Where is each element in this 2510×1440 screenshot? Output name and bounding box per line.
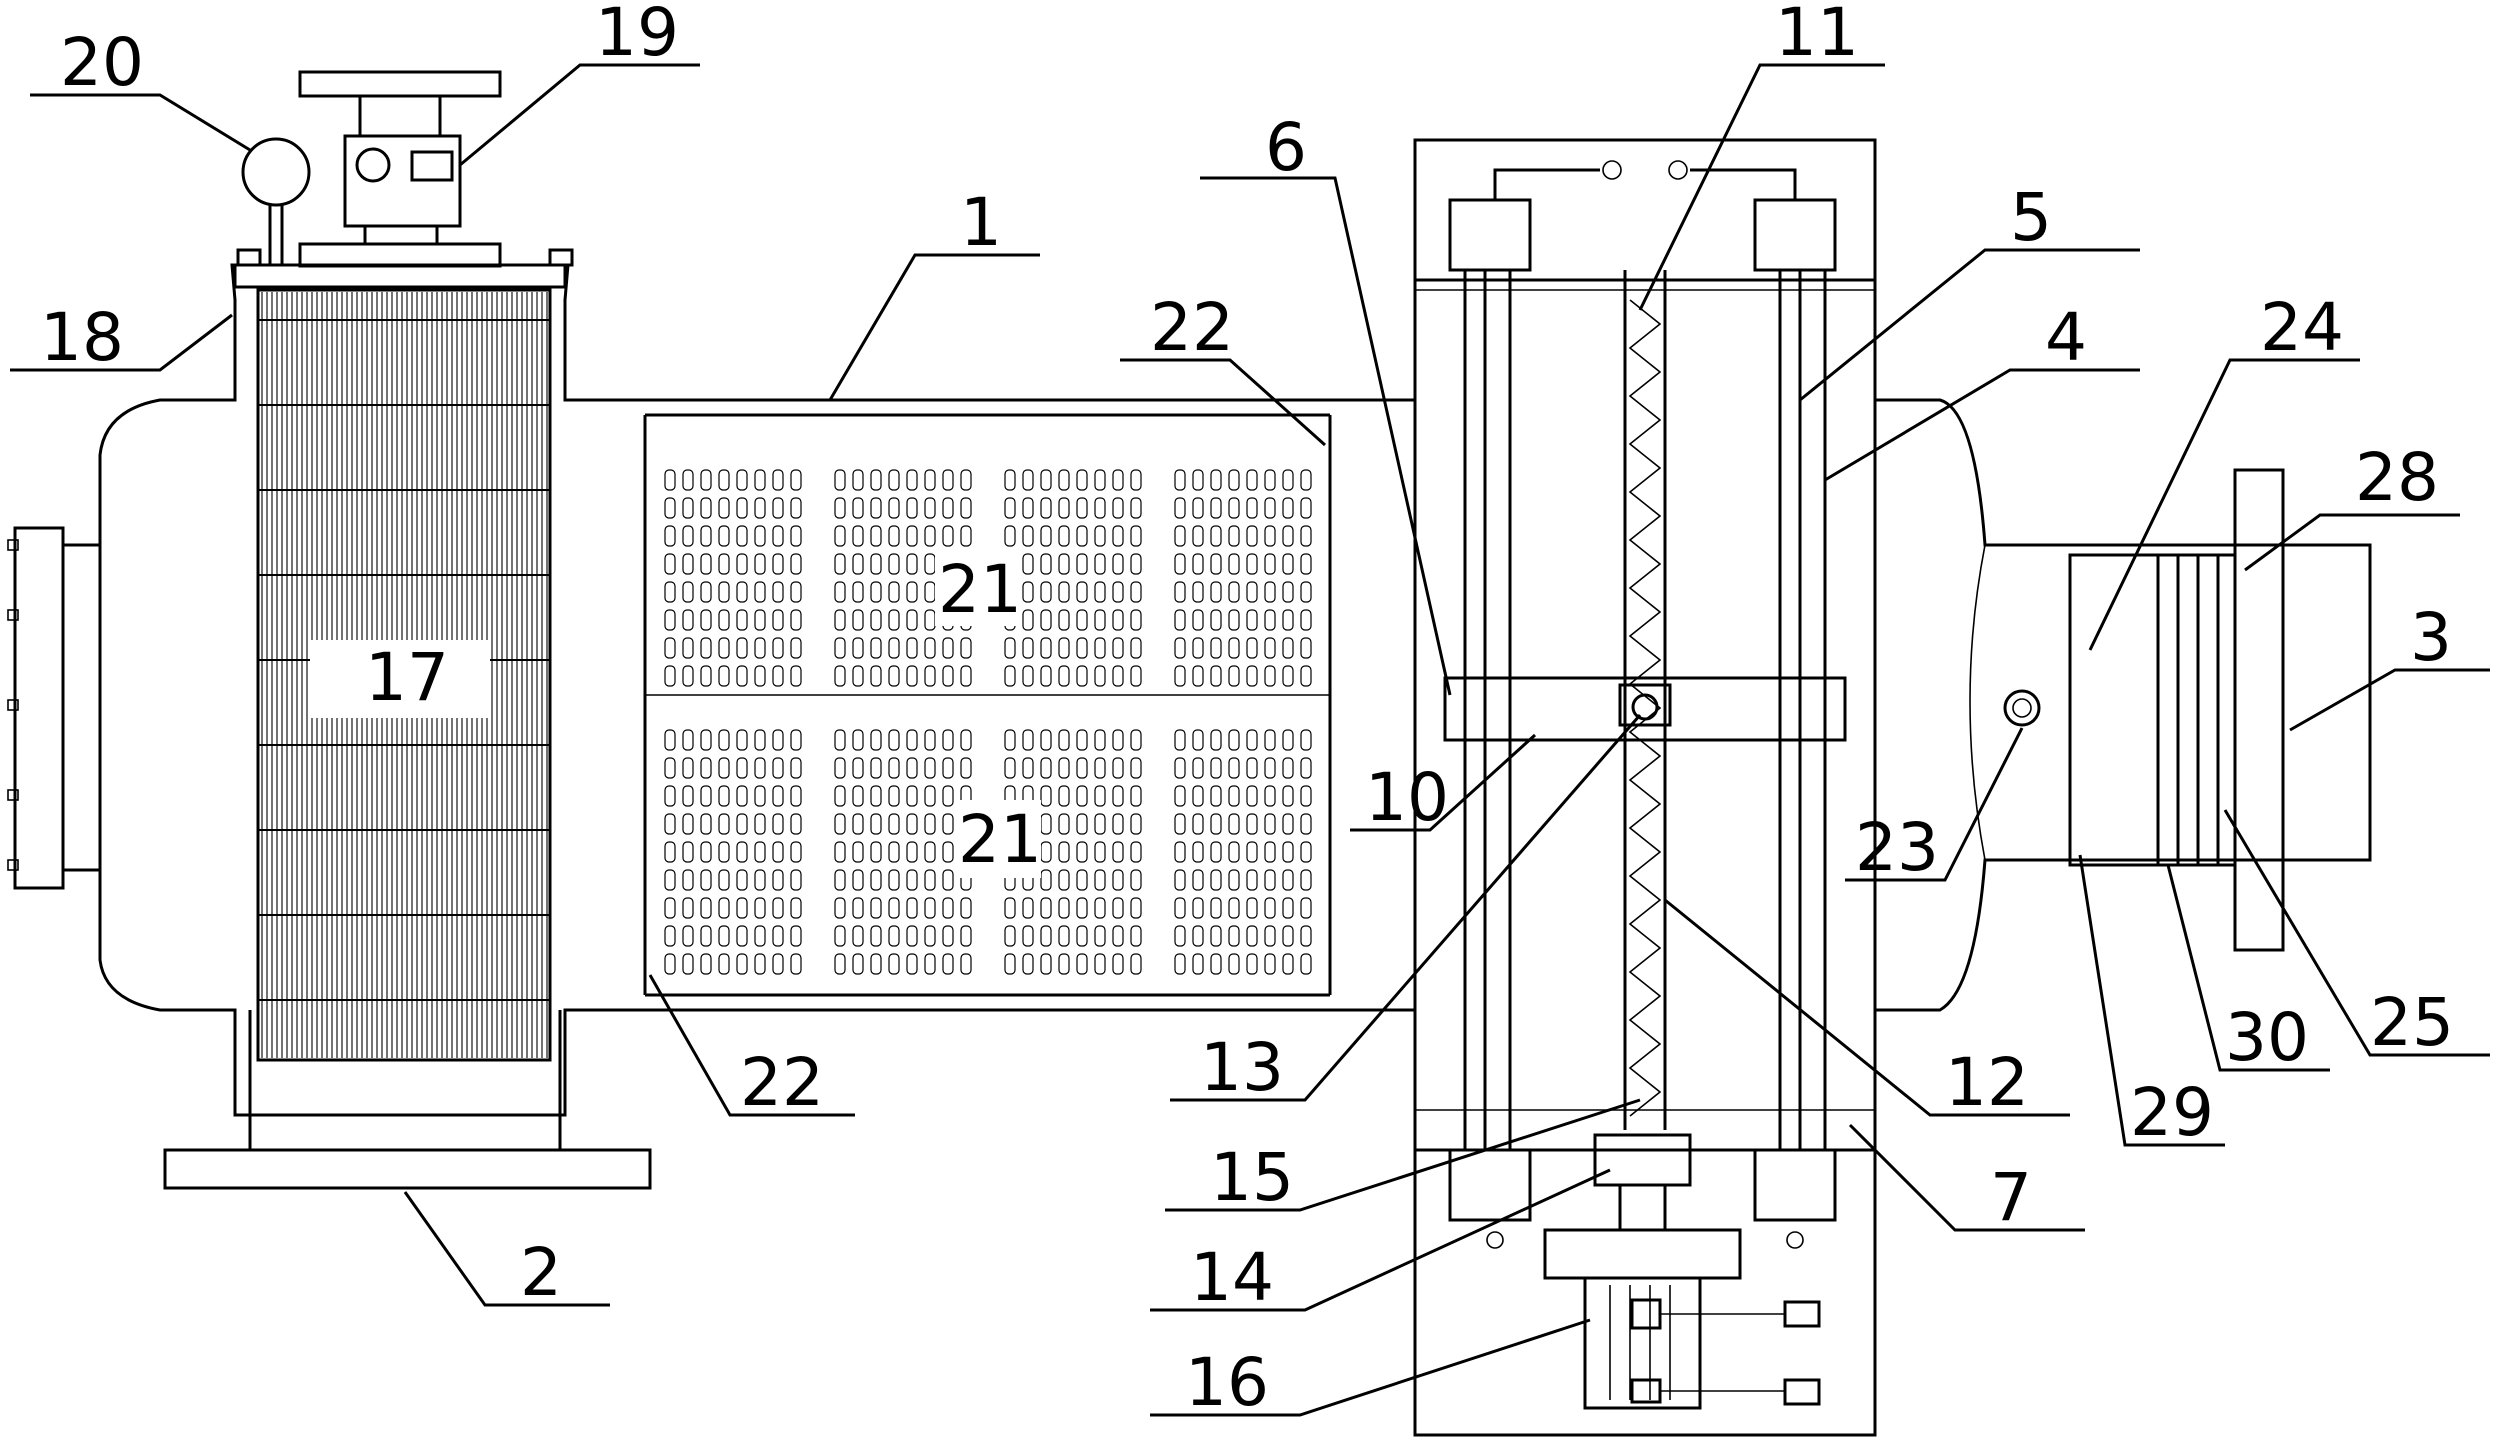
callout-19-text: 19 — [595, 0, 679, 71]
callout-2-text: 2 — [520, 1234, 562, 1311]
callout-22-top-text: 22 — [1150, 289, 1234, 366]
top-cover-plate — [233, 248, 574, 289]
callout-12-text: 12 — [1945, 1044, 2029, 1121]
callout-25-text: 25 — [2370, 984, 2454, 1061]
callout-24-text: 24 — [2260, 289, 2344, 366]
bottom-outlet-flange — [163, 1010, 652, 1190]
callout-3-text: 3 — [2410, 599, 2452, 676]
callout-7-text: 7 — [1990, 1159, 2032, 1236]
callout-18-text: 18 — [40, 299, 124, 376]
callout-1: 1 — [828, 184, 1040, 401]
backwash-frame — [1413, 160, 1877, 1222]
callout-22-top: 22 — [1120, 289, 1327, 447]
callout-15: 15 — [1165, 1098, 1641, 1216]
drive-motor — [1486, 1133, 1821, 1410]
callout-4-text: 4 — [2045, 299, 2087, 376]
callout-28-text: 28 — [2355, 439, 2439, 516]
callout-19: 19 — [459, 0, 700, 167]
slot-pattern-upper — [664, 469, 1312, 687]
callout-18: 18 — [10, 299, 233, 376]
callout-13: 13 — [1170, 714, 1642, 1106]
callout-13-text: 13 — [1200, 1029, 1284, 1106]
callout-22-bottom: 22 — [648, 974, 855, 1121]
label-coarse-screen: 17 — [365, 639, 449, 716]
callout-16: 16 — [1150, 1318, 1591, 1421]
callout-24: 24 — [2088, 289, 2360, 651]
callout-6-text: 6 — [1265, 109, 1307, 186]
callout-29-text: 29 — [2130, 1074, 2214, 1151]
callout-11: 11 — [1638, 0, 1885, 311]
callout-22-bottom-text: 22 — [740, 1044, 824, 1121]
label-fine-basket-upper: 21 — [938, 551, 1022, 628]
callout-5-text: 5 — [2010, 179, 2052, 256]
callout-29: 29 — [2078, 854, 2225, 1151]
callout-28: 28 — [2244, 439, 2460, 572]
callout-5: 5 — [1799, 179, 2140, 402]
callout-7: 7 — [1848, 1123, 2085, 1236]
callout-1-text: 1 — [960, 184, 1002, 261]
callout-10: 10 — [1350, 733, 1537, 836]
coarse-screen-element — [256, 288, 552, 1062]
pressure-gauge — [241, 137, 311, 265]
callout-11-text: 11 — [1775, 0, 1859, 71]
callout-2: 2 — [403, 1191, 610, 1311]
top-exhaust-valve — [298, 70, 502, 268]
callout-12: 12 — [1664, 898, 2070, 1121]
callout-25: 25 — [2223, 809, 2490, 1061]
right-outlet-assembly — [2068, 468, 2285, 952]
fine-filter-basket — [643, 413, 1332, 997]
callout-4: 4 — [1824, 299, 2140, 482]
callout-23-text: 23 — [1855, 809, 1939, 886]
callout-30-text: 30 — [2225, 999, 2309, 1076]
callout-10-text: 10 — [1365, 759, 1449, 836]
slot-pattern-lower — [664, 729, 1312, 975]
callout-20-text: 20 — [60, 24, 144, 101]
callout-23: 23 — [1845, 727, 2024, 886]
callout-14: 14 — [1150, 1168, 1611, 1316]
label-fine-basket-lower: 21 — [958, 801, 1042, 878]
callout-6: 6 — [1200, 109, 1452, 696]
sewage-outlet — [2003, 689, 2041, 727]
callout-20: 20 — [30, 24, 251, 152]
left-side-flange — [7, 526, 100, 890]
callout-3: 3 — [2289, 599, 2490, 732]
callout-14-text: 14 — [1190, 1239, 1274, 1316]
callout-16-text: 16 — [1185, 1344, 1269, 1421]
callout-30: 30 — [2166, 864, 2330, 1076]
callout-15-text: 15 — [1210, 1139, 1294, 1216]
